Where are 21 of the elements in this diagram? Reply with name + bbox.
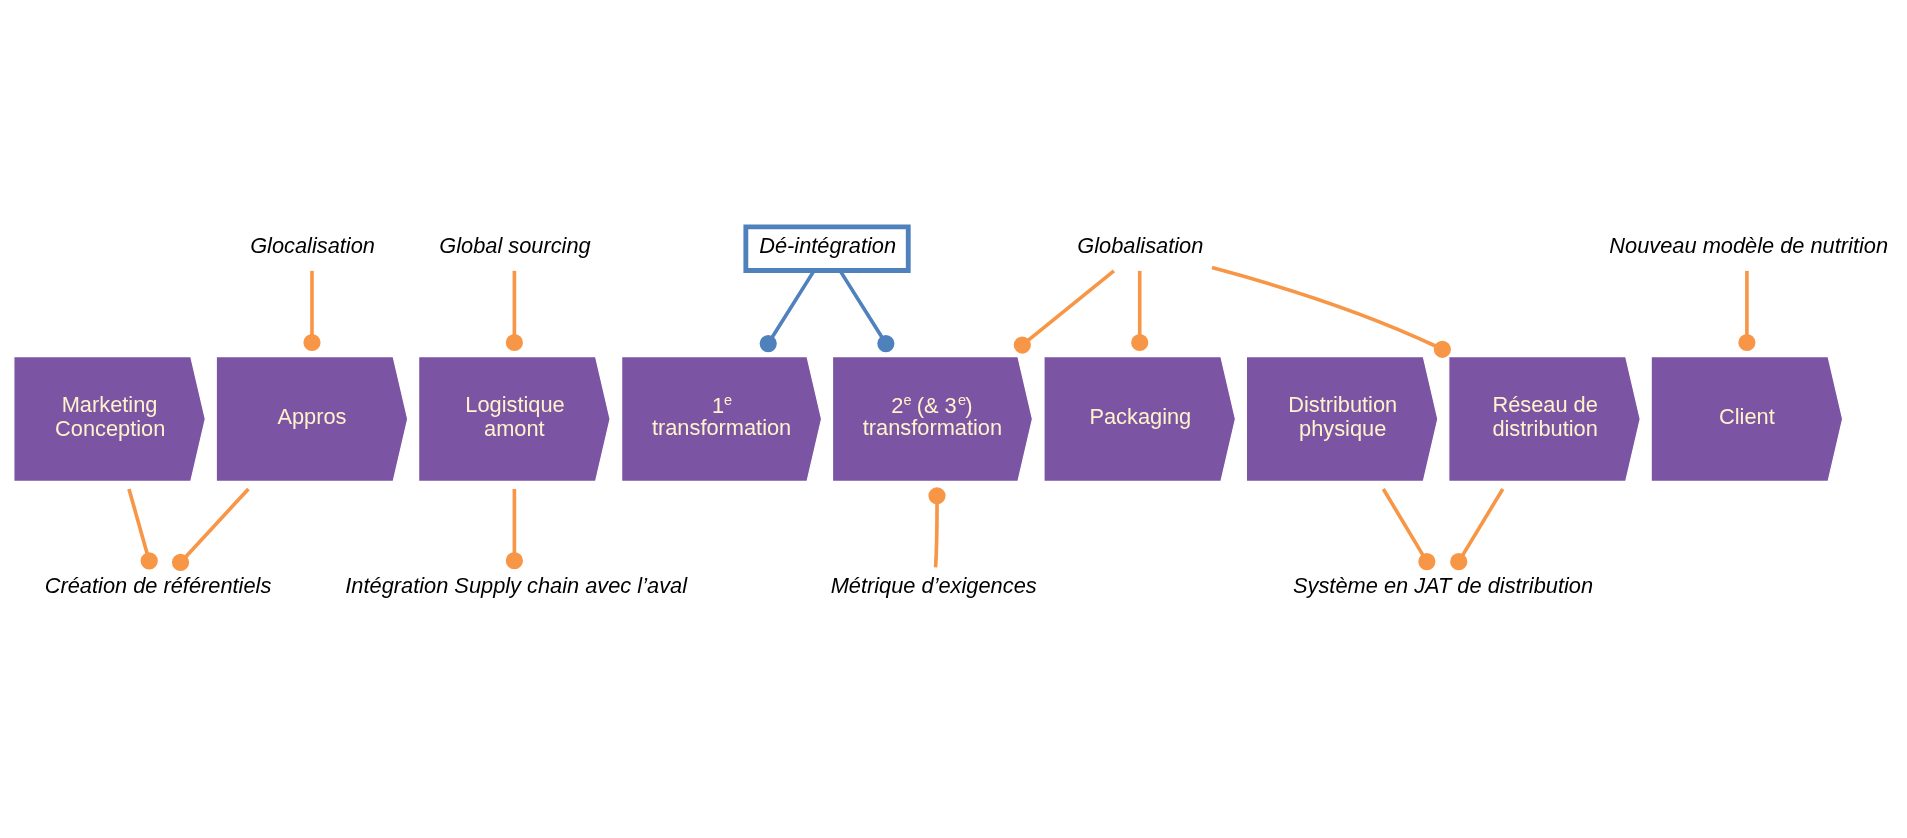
connector xyxy=(1449,488,1504,571)
connector xyxy=(1381,488,1435,571)
connector xyxy=(1211,265,1451,358)
node-text: Global sourcing xyxy=(438,232,591,258)
connector xyxy=(1013,269,1115,354)
node-box: Dé-intégration xyxy=(742,224,911,273)
connector xyxy=(1737,270,1755,352)
connector xyxy=(1130,270,1148,352)
node-text: Globalisation xyxy=(1076,232,1203,258)
node-text: Création de référentiels xyxy=(44,573,271,599)
connector xyxy=(505,270,523,352)
node-text: Système en JAT de distribution xyxy=(1292,573,1593,599)
node-text: Métrique d’exigences xyxy=(830,573,1037,599)
connector xyxy=(302,270,321,352)
connector xyxy=(927,487,946,568)
connector xyxy=(171,487,250,572)
connector xyxy=(505,488,523,570)
node-text: Glocalisation xyxy=(249,232,375,258)
node-text: Nouveau modèle de nutrition xyxy=(1608,232,1888,258)
connector xyxy=(126,488,158,570)
node-text: Intégration Supply chain avec l’aval xyxy=(344,573,687,599)
